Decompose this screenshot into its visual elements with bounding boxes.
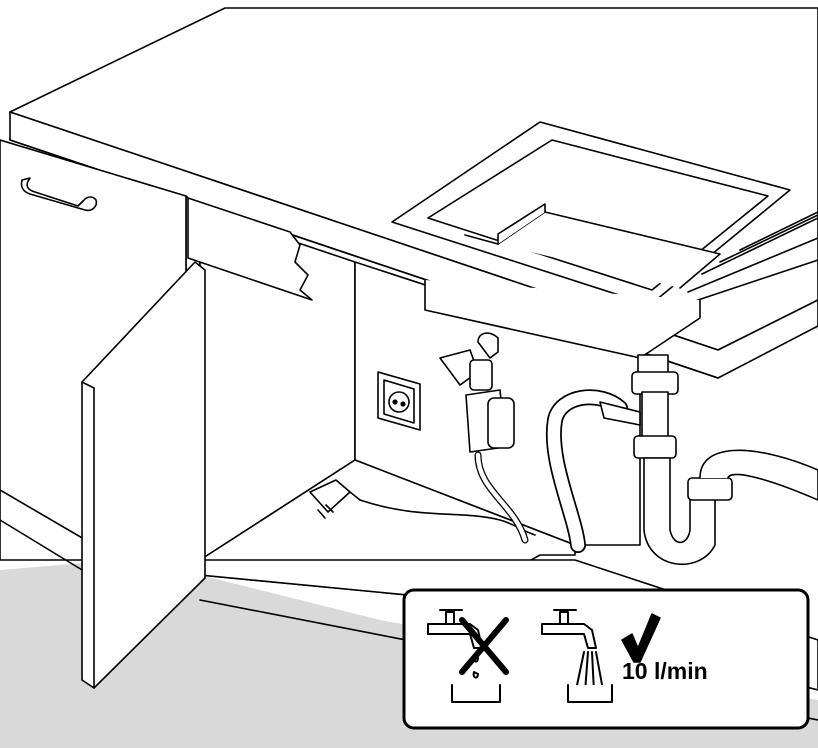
- broken-board: [187, 197, 313, 301]
- running-tap-icon: [541, 609, 613, 703]
- power-plug-icon: [309, 479, 361, 519]
- water-tap-icon: [439, 332, 515, 453]
- water-flow-panel: [402, 588, 810, 730]
- sink-basin: [391, 121, 791, 306]
- wall-socket-icon: [377, 371, 421, 431]
- drawer-handle: [20, 177, 98, 212]
- flow-rate-label: 10 l/min: [622, 658, 708, 684]
- open-door: [81, 261, 206, 689]
- sink-drainboard: [679, 211, 818, 307]
- drain-trap: [599, 354, 818, 566]
- checkmark-icon: [621, 613, 661, 663]
- cross-icon: [459, 617, 509, 675]
